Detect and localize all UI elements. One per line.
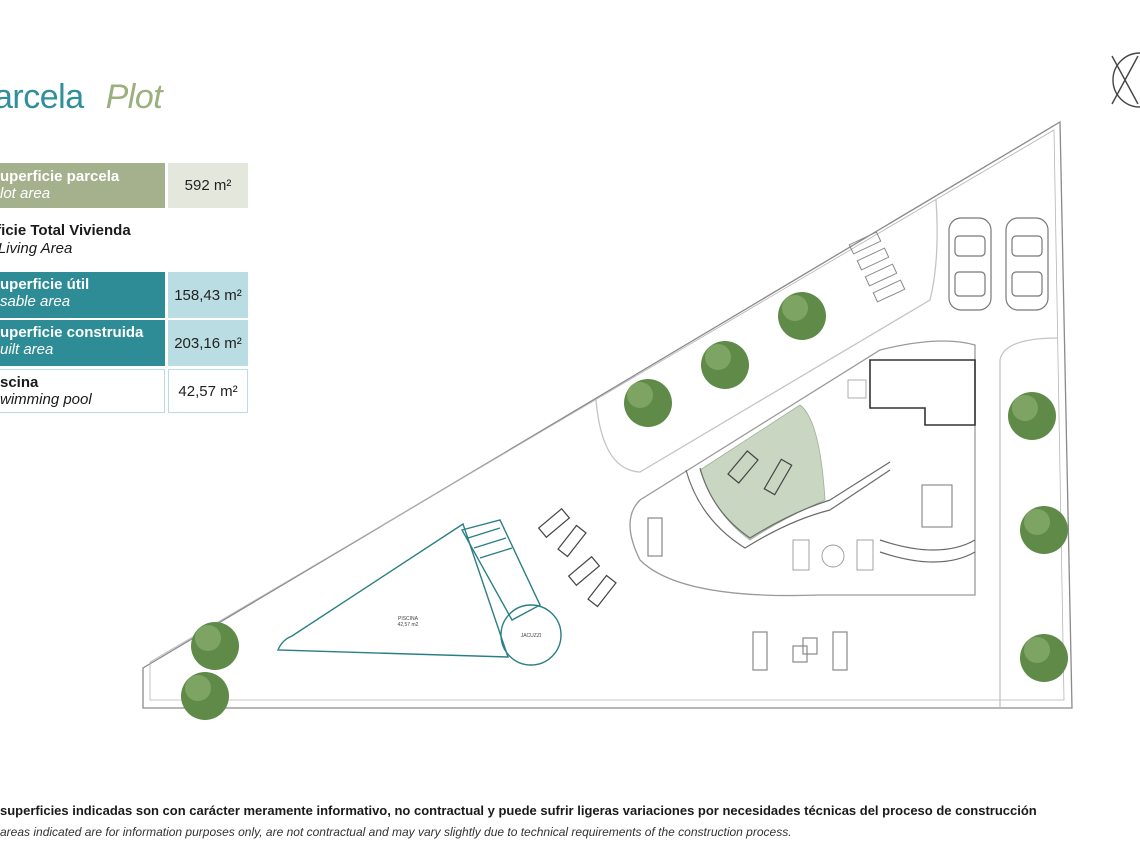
pool-label: PISCINA bbox=[398, 616, 419, 622]
pool-area-label-es: scina bbox=[0, 374, 39, 391]
disclaimer-english: areas indicated are for information purp… bbox=[0, 825, 792, 839]
parking-zone bbox=[595, 199, 938, 473]
jacuzzi bbox=[500, 604, 562, 666]
plot-area-value: 592 m² bbox=[168, 163, 248, 208]
page-title: arcela Plot bbox=[0, 78, 163, 117]
living-area-heading-en: al Living Area bbox=[0, 240, 73, 257]
usable-area-value: 158,43 m² bbox=[168, 272, 248, 318]
pool-area-label: scina wimming pool bbox=[0, 369, 165, 413]
built-area-label-en: uilt area bbox=[0, 341, 54, 358]
house-footprint bbox=[847, 359, 976, 528]
jacuzzi-label: JACUZZI bbox=[521, 633, 542, 639]
plot-area-label-en: lot area bbox=[0, 185, 51, 202]
trees bbox=[181, 292, 1068, 720]
right-path bbox=[999, 337, 1059, 708]
plot-area-label: uperficie parcela lot area bbox=[0, 163, 165, 208]
terrace-outline bbox=[629, 340, 976, 597]
pool-area-label: 42,57 m2 bbox=[398, 622, 419, 628]
parked-cars bbox=[948, 217, 1049, 311]
sun-loungers bbox=[537, 450, 874, 671]
disclaimer-spanish: superficies indicadas son con carácter m… bbox=[0, 803, 1037, 818]
usable-area-label: uperficie útil sable area bbox=[0, 272, 165, 318]
bike-racks bbox=[848, 231, 906, 303]
living-area-heading: erficie Total Vivienda al Living Area bbox=[0, 222, 131, 258]
pool-area-value: 42,57 m² bbox=[168, 369, 248, 413]
pool bbox=[276, 519, 541, 658]
title-english: Plot bbox=[105, 78, 163, 116]
usable-area-label-es: uperficie útil bbox=[0, 276, 90, 293]
built-area-label-es: uperficie construida bbox=[0, 324, 144, 341]
plot-area-label-es: uperficie parcela bbox=[0, 168, 120, 185]
built-area-value: 203,16 m² bbox=[168, 320, 248, 366]
compass-icon bbox=[1111, 52, 1140, 108]
usable-area-label-en: sable area bbox=[0, 293, 71, 310]
plot-boundary bbox=[142, 120, 1073, 709]
deck-steps bbox=[685, 461, 976, 563]
living-area-heading-es: erficie Total Vivienda bbox=[0, 222, 131, 239]
pool-area-label-en: wimming pool bbox=[0, 391, 92, 408]
title-spanish: arcela bbox=[0, 78, 84, 116]
built-area-label: uperficie construida uilt area bbox=[0, 320, 165, 366]
plot-inner-boundary bbox=[149, 129, 1065, 701]
